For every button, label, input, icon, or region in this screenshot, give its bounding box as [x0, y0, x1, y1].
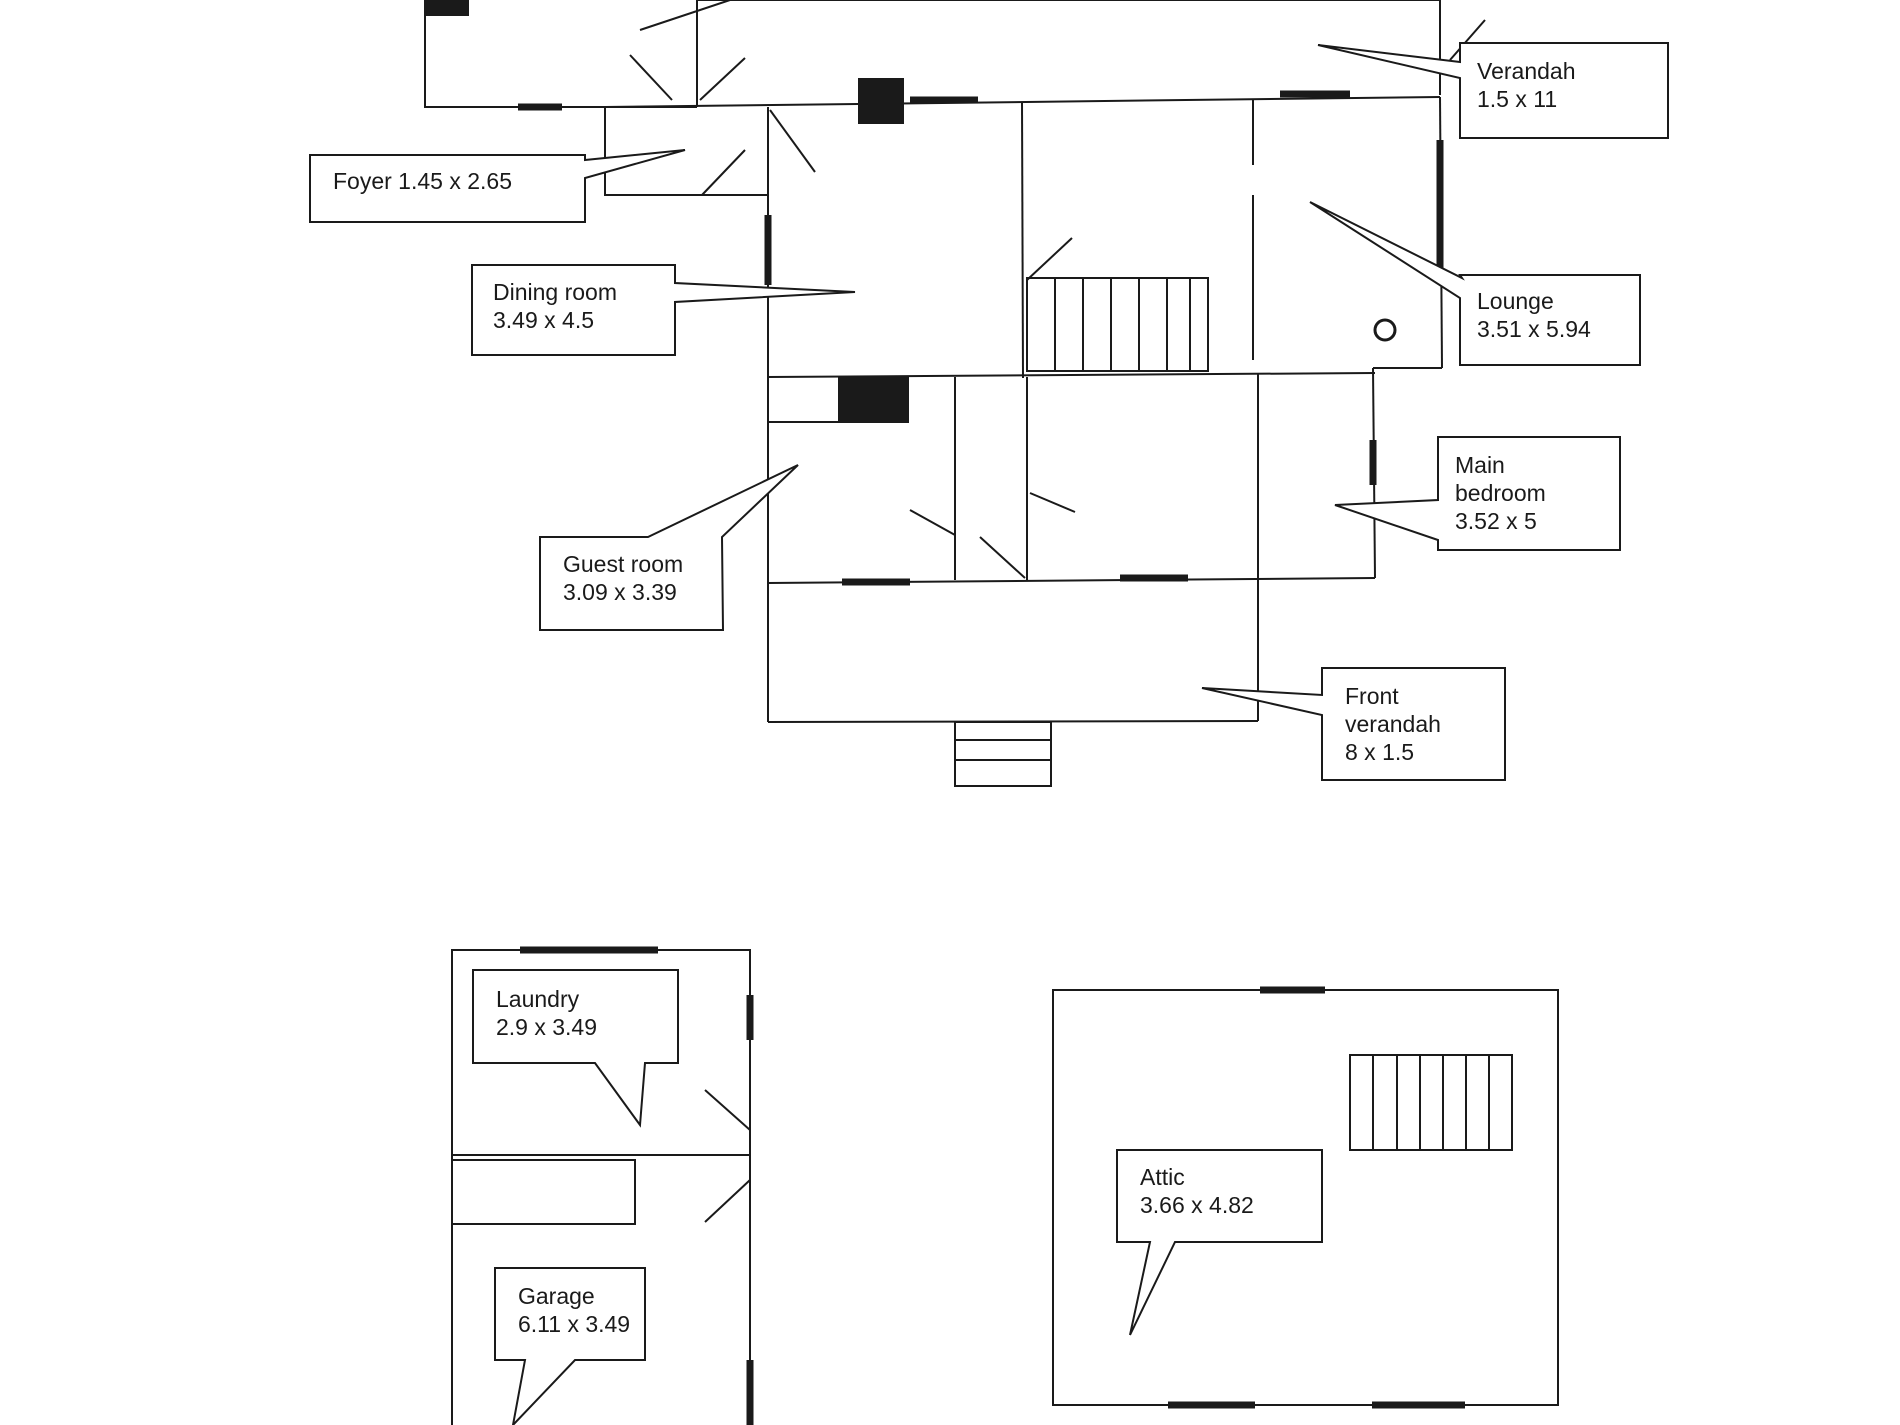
guest-room-size: 3.09 x 3.39 — [563, 579, 677, 605]
main-house-walls — [424, 0, 1443, 787]
verandah-size: 1.5 x 11 — [1477, 86, 1558, 112]
garage-label: Garage 6.11 x 3.49 — [518, 1282, 630, 1338]
attic-name: Attic — [1140, 1164, 1185, 1190]
windows — [518, 90, 1465, 1425]
lounge-label: Lounge 3.51 x 5.94 — [1477, 287, 1591, 343]
main-bedroom-label: Main bedroom 3.52 x 5 — [1455, 451, 1546, 535]
foyer-name: Foyer 1.45 x 2.65 — [333, 168, 512, 194]
verandah-name: Verandah — [1477, 58, 1576, 84]
door-swings — [629, 0, 1486, 579]
callouts — [309, 42, 1669, 1425]
dining-room-size: 3.49 x 4.5 — [493, 307, 595, 333]
guest-room-callout — [539, 464, 799, 631]
foyer-callout — [309, 149, 686, 223]
laundry-callout — [472, 969, 679, 1128]
attic-size: 3.66 x 4.82 — [1140, 1192, 1254, 1218]
laundry-label: Laundry 2.9 x 3.49 — [496, 985, 597, 1041]
front-verandah-label: Front verandah 8 x 1.5 — [1345, 682, 1441, 766]
front-verandah-name-line1: Front — [1345, 683, 1399, 709]
lounge-size: 3.51 x 5.94 — [1477, 316, 1591, 342]
guest-room-name: Guest room — [563, 551, 684, 577]
guest-room-label: Guest room 3.09 x 3.39 — [563, 550, 683, 606]
main-bedroom-size: 3.52 x 5 — [1455, 508, 1537, 534]
foyer-label: Foyer 1.45 x 2.65 — [333, 167, 512, 195]
dining-room-label: Dining room 3.49 x 4.5 — [493, 278, 617, 334]
chimneys — [425, 0, 1397, 422]
dining-callout — [471, 264, 856, 356]
garage-callout — [494, 1267, 646, 1425]
main-bedroom-name-line2: bedroom — [1455, 480, 1546, 506]
attic-label: Attic 3.66 x 4.82 — [1140, 1163, 1254, 1219]
laundry-size: 2.9 x 3.49 — [496, 1014, 598, 1040]
lounge-callout — [1309, 201, 1641, 366]
garage-size: 6.11 x 3.49 — [518, 1311, 631, 1337]
main-bedroom-name-line1: Main — [1455, 452, 1505, 478]
dining-room-name: Dining room — [493, 279, 617, 305]
lounge-name: Lounge — [1477, 288, 1554, 314]
verandah-label: Verandah 1.5 x 11 — [1477, 57, 1575, 113]
front-verandah-callout — [1201, 667, 1506, 781]
attic-walls — [1052, 989, 1559, 1406]
attic-callout — [1116, 1149, 1323, 1336]
garage-name: Garage — [518, 1283, 595, 1309]
front-verandah-size: 8 x 1.5 — [1345, 739, 1415, 765]
front-verandah-name-line2: verandah — [1345, 711, 1441, 737]
verandah-callout — [1317, 42, 1669, 139]
laundry-name: Laundry — [496, 986, 580, 1012]
main-bedroom-callout — [1334, 436, 1621, 551]
